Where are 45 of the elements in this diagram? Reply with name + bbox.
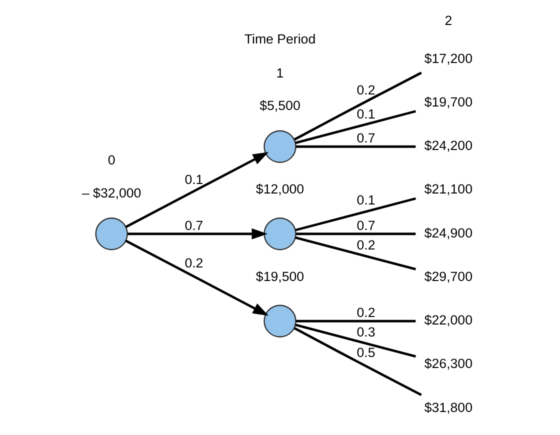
node-text: $21,100 [424,182,472,197]
edge-label: 0.1 [184,172,204,187]
node-text: $31,800 [424,400,472,415]
edge-label: 0.7 [184,218,204,233]
node-circle [264,218,296,250]
edge-label: 0.1 [356,192,376,208]
arrow [128,228,268,240]
connector [294,72,422,141]
node-text: $24,200 [424,138,472,154]
edge-label: 0.3 [356,324,376,340]
node-text: $29,700 [424,268,472,284]
label: 1 [276,65,284,80]
node-circle [264,130,296,163]
label: Time Period [244,31,316,46]
edge-label: 0.1 [356,106,376,122]
connector [295,110,416,144]
node-label: $19,500 [256,268,304,284]
edge-label: 0.2 [356,237,376,252]
label: 2 [444,13,452,28]
node-circle [95,218,128,250]
node-label: $12,000 [256,182,304,197]
edge-label: 0.7 [356,218,376,233]
edge-label: 0.2 [356,82,376,98]
edge-label: 0.7 [356,130,376,146]
arrow [125,240,269,316]
edge-label: 0.2 [184,256,204,271]
arrow [125,152,269,228]
node-label: $5,500 [260,98,300,114]
node-text: $17,200 [424,50,472,66]
connector [294,327,422,396]
edge-label: 0.2 [356,305,376,320]
label: 0 [108,152,116,168]
edge-label: 0.5 [356,345,376,360]
node-circle [264,304,296,338]
node-label: – $32,000 [82,185,142,200]
node-text: $22,000 [424,312,472,328]
node-text: $19,700 [424,94,472,110]
connector [295,236,416,270]
connector [295,197,416,232]
connector [295,324,416,358]
node-text: $24,900 [424,225,472,240]
node-text: $26,300 [424,356,472,372]
connector [296,320,416,322]
connector [296,145,416,148]
connector [296,232,416,236]
